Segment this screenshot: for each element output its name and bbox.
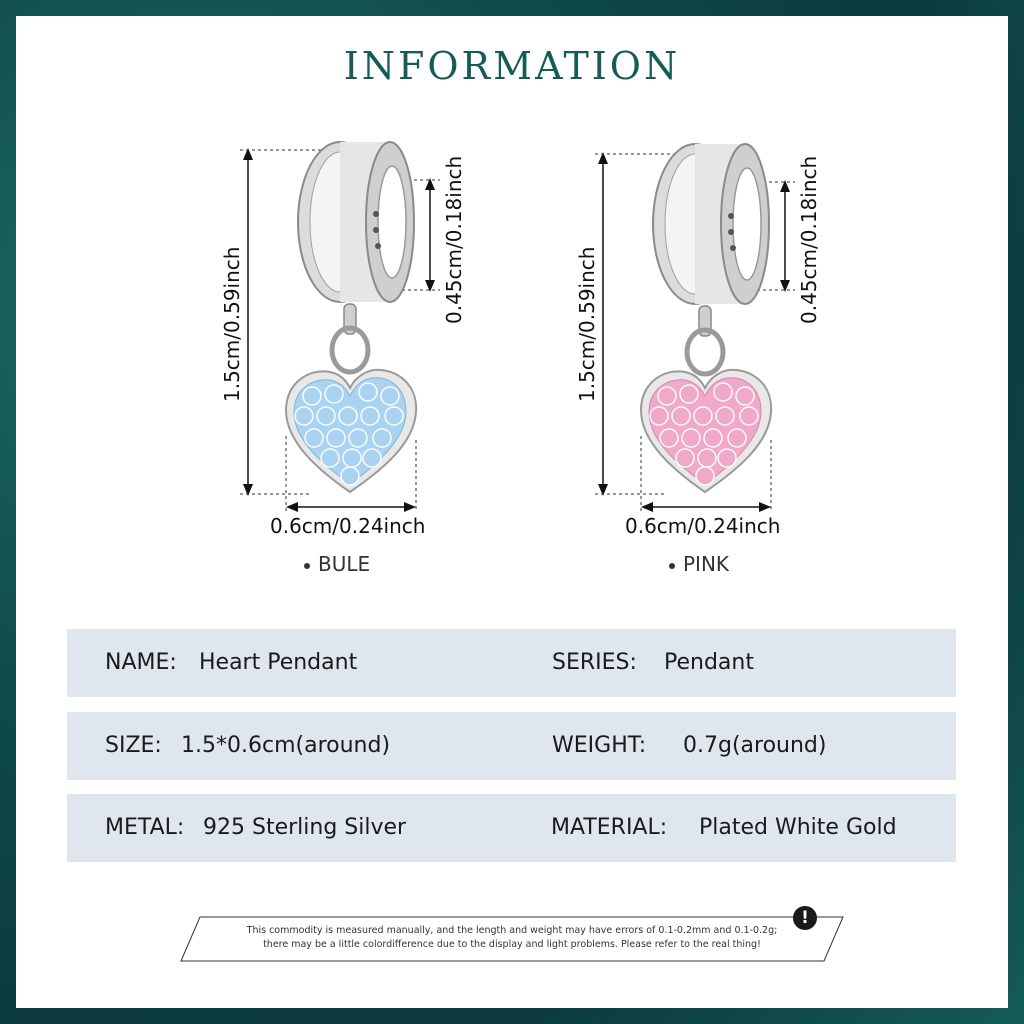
disclaimer-line: This commodity is measured manually, and… [246,925,778,936]
stone [681,428,701,448]
variant-name: BULE [318,552,371,576]
stone [360,406,380,426]
stone [695,466,715,486]
stone [659,428,679,448]
spec-value: Heart Pendant [199,650,358,675]
stone [739,406,759,426]
spec-label: WEIGHT: [552,733,647,758]
bullet-icon [669,562,675,569]
stone [302,386,322,406]
ring-dimension-label: 0.45cm/0.18inch [442,155,466,324]
stone [384,406,404,426]
spec-label: SIZE: [105,733,162,758]
stone [340,466,360,486]
stone [358,382,378,402]
stone [338,406,358,426]
stone [348,428,368,448]
stone [735,386,755,406]
product-blue: 1.5cm/0.59inch 0.45cm/0.18inch 0.6cm/0.2… [200,140,560,590]
page-title: INFORMATION [343,44,681,88]
stone [713,382,733,402]
spec-value: 0.7g(around) [683,733,827,758]
ring-dimension-label: 0.45cm/0.18inch [797,155,821,324]
stone [703,428,723,448]
spec-value: Pendant [664,650,754,675]
stone [294,406,314,426]
bullet-icon [304,562,310,569]
stone [715,406,735,426]
pendant-illustration [240,141,440,496]
product-pink: 1.5cm/0.59inch 0.45cm/0.18inch 0.6cm/0.2… [555,140,915,590]
exclamation-icon: ! [793,906,817,930]
variant-label: PINK [669,552,729,576]
height-dimension-label: 1.5cm/0.59inch [575,246,599,402]
stone [324,384,344,404]
disclaimer-border [180,916,844,962]
spec-row-metal: METAL: 925 Sterling Silver MATERIAL: Pla… [67,794,956,862]
spec-value: 1.5*0.6cm(around) [181,733,391,758]
pendant-illustration [595,143,795,496]
spec-label: SERIES: [552,650,637,675]
spec-value: Plated White Gold [699,815,897,840]
spec-label: MATERIAL: [551,815,668,840]
stone [326,428,346,448]
spec-value: 925 Sterling Silver [203,815,407,840]
stone [362,448,382,468]
stone [657,386,677,406]
stone [727,428,747,448]
spec-row-name: NAME: Heart Pendant SERIES: Pendant [67,629,956,697]
stone [304,428,324,448]
stone [316,406,336,426]
spec-row-size: SIZE: 1.5*0.6cm(around) WEIGHT: 0.7g(aro… [67,712,956,780]
stone [697,448,717,468]
stone [649,406,669,426]
height-dimension-label: 1.5cm/0.59inch [220,246,244,402]
disclaimer-line: there may be a little colordifference du… [263,939,761,950]
stone [342,448,362,468]
disclaimer-box: This commodity is measured manually, and… [180,916,844,962]
variant-label: BULE [304,552,370,576]
stone [717,448,737,468]
spec-label: METAL: [105,815,185,840]
stone [380,386,400,406]
stone [675,448,695,468]
stone [679,384,699,404]
width-dimension-label: 0.6cm/0.24inch [625,514,781,538]
variant-name: PINK [683,552,730,576]
stone [693,406,713,426]
stone [320,448,340,468]
spec-label: NAME: [105,650,177,675]
stone [372,428,392,448]
stone [671,406,691,426]
width-dimension-label: 0.6cm/0.24inch [270,514,426,538]
